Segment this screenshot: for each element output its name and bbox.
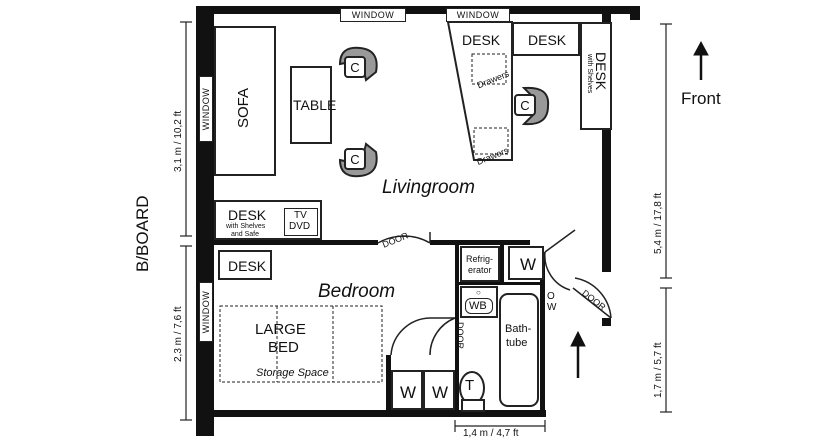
bed-label-2: BED [268, 339, 299, 356]
door-bathroom-label: DOOR [455, 322, 465, 349]
desk-drawer-shapes [446, 21, 513, 161]
wardrobe-1-label: W [400, 383, 417, 402]
wash-basin-tap-icon: ○ [476, 288, 481, 297]
wardrobe-1: W [391, 370, 423, 410]
door-swings [377, 229, 612, 356]
board-label: B/BOARD [133, 195, 152, 272]
wardrobe-2: W [423, 370, 455, 410]
desk-bedroom-label: DESK [228, 258, 267, 274]
bedroom-label: Bedroom [318, 281, 396, 302]
dvd-label: DVD [289, 221, 311, 232]
desk-left: DESK with Shelves and Safe TV DVD [214, 200, 322, 240]
bathtube-label-2: tube [506, 337, 528, 349]
arrows [570, 40, 709, 378]
wash-basin-bowl: WB [465, 298, 493, 314]
window-top-1: WINDOW [340, 8, 406, 22]
livingroom-label: Livingroom [382, 177, 475, 198]
chair-2-seat: C [344, 148, 366, 170]
interior-walls [214, 240, 545, 417]
front-label: Front [681, 89, 721, 108]
tv-dvd: TV DVD [284, 208, 318, 236]
chair-3: C [510, 84, 554, 128]
wash-basin: ○ WB [460, 286, 498, 318]
sofa: SOFA [214, 26, 276, 176]
window-left-1: WINDOW [199, 76, 213, 142]
tv-label: TV [294, 210, 307, 221]
fixtures [459, 293, 539, 412]
drawers-outlines [219, 53, 509, 383]
chair-2: C [336, 138, 380, 178]
desk-right-label: DESK [593, 52, 609, 91]
dimension-bottom: 1,4 m / 4,7 ft [463, 428, 519, 439]
desk-top-2: DESK [512, 22, 580, 56]
dimension-right-top: 5,4 m / 17,8 ft [653, 192, 664, 254]
wash-basin-label: WB [469, 300, 487, 312]
dimension-right-bottom: 1,7 m / 5,7 ft [653, 342, 664, 398]
desk-right-note: with Shelves [586, 54, 593, 94]
chair-3-seat: C [514, 94, 536, 116]
desk-left-note-1: with Shelves [226, 223, 266, 230]
dimension-left-top: 3,1 m / 10,2 ft [173, 110, 184, 172]
refrigerator: Refrig- erator [460, 246, 500, 282]
wardrobe-2-label: W [432, 383, 449, 402]
chair-1-seat: C [344, 56, 366, 78]
wardrobe-kitchen: W [508, 246, 544, 280]
desk-bedroom: DESK [218, 250, 272, 280]
window-top-2: WINDOW [446, 8, 510, 22]
bathtube-label-1: Bath- [505, 323, 532, 335]
toilet-label: T [465, 377, 475, 394]
ow-label-2: W [547, 302, 557, 313]
desk-top-1-label: DESK [462, 32, 501, 48]
ow-label-1: O [547, 291, 555, 302]
desk-left-note-2: and Safe [231, 231, 260, 238]
bed-storage-label: Storage Space [256, 367, 329, 379]
window-left-2: WINDOW [199, 282, 213, 342]
dimension-left-bottom: 2,3 m / 7,6 ft [173, 306, 184, 362]
chair-3-shape [521, 86, 550, 126]
refrigerator-label-1: Refrig- [466, 254, 494, 264]
sofa-label: SOFA [235, 87, 252, 128]
desk-left-label: DESK [228, 207, 267, 223]
desk-top-2-label: DESK [528, 32, 567, 48]
chair-1: C [336, 44, 380, 84]
table: TABLE [290, 66, 336, 144]
desk-right: DESK with Shelves [580, 22, 612, 130]
refrigerator-label-2: erator [468, 265, 492, 275]
bed-label-1: LARGE [255, 321, 306, 338]
dimension-lines [180, 21, 672, 432]
wardrobe-kitchen-label: W [520, 255, 537, 274]
table-label: TABLE [293, 97, 337, 113]
